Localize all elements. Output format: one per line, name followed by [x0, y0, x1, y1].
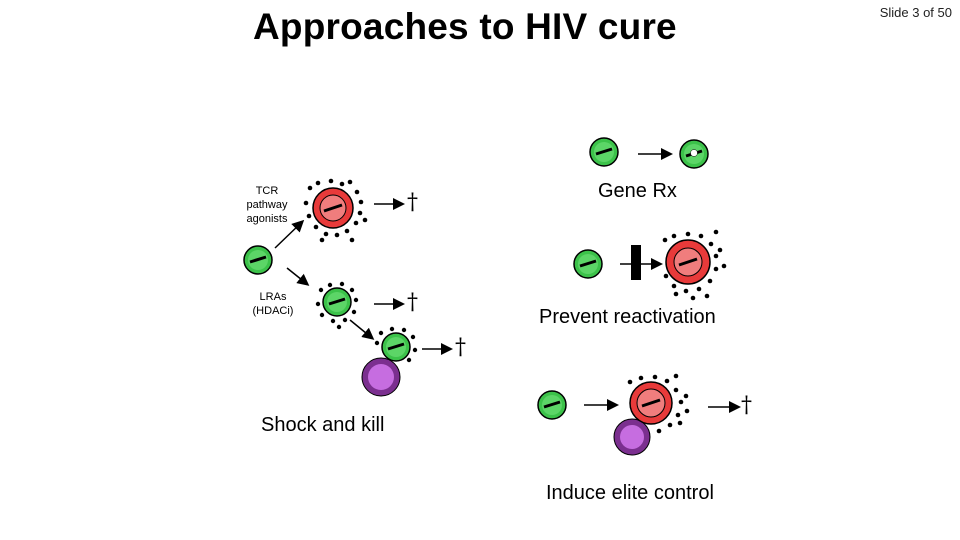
shock-and-kill-label: Shock and kill — [261, 414, 385, 436]
gene-rx-label: Gene Rx — [598, 180, 677, 202]
gene-rx-cell-before — [589, 137, 619, 167]
arrow-lra-to-killer — [349, 319, 375, 340]
activated-cell-lra — [315, 281, 359, 330]
lras-label: LRAs (HDACi) — [252, 291, 294, 317]
elite-cell-pair — [613, 373, 690, 456]
prevent-cell-latent — [573, 249, 603, 279]
induce-elite-control-label: Induce elite control — [546, 482, 714, 504]
activated-cell-tcr — [303, 178, 368, 243]
prevent-cell-active — [662, 229, 727, 301]
arrow-to-tcr-cell — [274, 219, 305, 249]
slide-number: Slide 3 of 50 — [879, 5, 952, 20]
prevent-reactivation-label: Prevent reactivation — [539, 306, 716, 328]
tcr-pathway-agonists-label: TCR pathway agonists — [246, 185, 288, 225]
elite-cell-latent — [537, 390, 567, 420]
gene-rx-cell-after — [679, 139, 709, 169]
death-dagger-elite: † — [741, 393, 752, 418]
slide-title: Approaches to HIV cure — [253, 6, 677, 47]
death-dagger-lra: † — [407, 290, 418, 315]
latent-cell-start — [243, 245, 273, 275]
block-bar — [631, 245, 641, 280]
death-dagger-killer: † — [455, 335, 466, 360]
arrow-to-lra-cell — [286, 267, 310, 286]
killer-cell-pair-left — [361, 326, 418, 397]
death-dagger-tcr: † — [407, 190, 418, 215]
